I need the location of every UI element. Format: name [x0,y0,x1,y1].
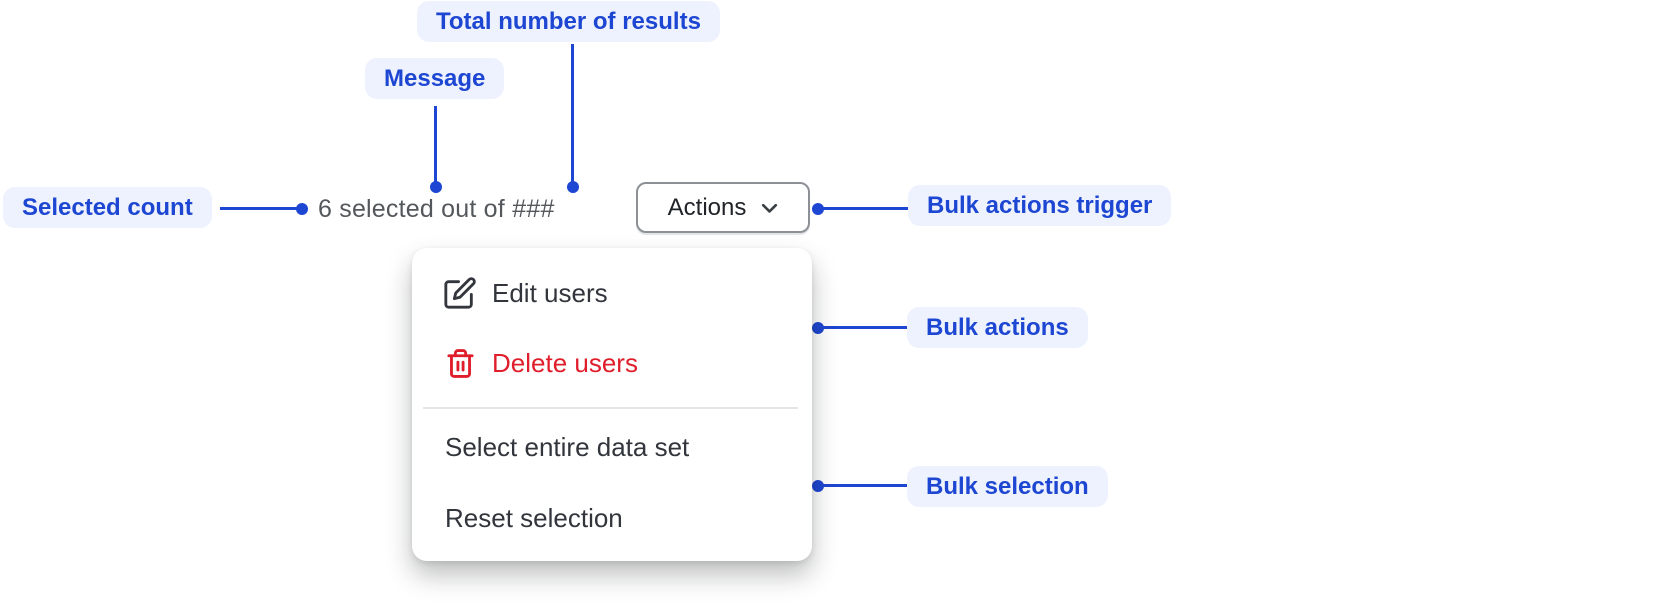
connector-line-message [434,106,437,184]
connector-dot-bulk-actions-trigger [812,203,824,215]
menu-item-edit-users[interactable]: Edit users [412,265,812,321]
bulk-actions-menu: Edit users Delete users Select entire da… [412,248,812,561]
menu-item-delete-users[interactable]: Delete users [412,335,812,391]
menu-item-label: Delete users [492,347,638,378]
annotation-bulk-actions-trigger: Bulk actions trigger [908,185,1172,226]
connector-line-bulk-actions [818,326,907,329]
menu-item-label: Reset selection [445,502,623,533]
connector-dot-total-results [567,181,579,193]
connector-line-selected-count [220,207,304,210]
annotation-message: Message [365,58,505,99]
connector-dot-bulk-selection [812,480,824,492]
annotation-bulk-actions: Bulk actions [907,307,1088,348]
menu-item-select-entire-data-set[interactable]: Select entire data set [412,419,812,475]
menu-divider [423,407,798,409]
total-results-placeholder: ### [511,194,555,223]
menu-item-reset-selection[interactable]: Reset selection [412,490,812,546]
trash-icon [442,345,478,381]
annotation-bulk-selection: Bulk selection [907,466,1108,507]
connector-line-bulk-actions-trigger [820,207,908,210]
selection-summary: 6 selected out of ### [318,183,554,235]
connector-line-bulk-selection [818,484,907,487]
bulk-actions-trigger-button[interactable]: Actions [636,182,810,233]
connector-dot-bulk-actions [812,322,824,334]
menu-item-label: Edit users [492,277,608,308]
bulk-actions-trigger-button-label: Actions [667,193,747,221]
connector-line-total-results [571,44,574,184]
connector-dot-selected-count [296,203,308,215]
selected-count-message: 6 selected out of [318,194,505,223]
chevron-down-icon [761,201,778,214]
annotation-total-results: Total number of results [417,1,720,42]
annotation-selected-count: Selected count [3,187,212,228]
connector-dot-message [430,181,442,193]
edit-icon [442,275,478,311]
menu-item-label: Select entire data set [445,431,690,462]
